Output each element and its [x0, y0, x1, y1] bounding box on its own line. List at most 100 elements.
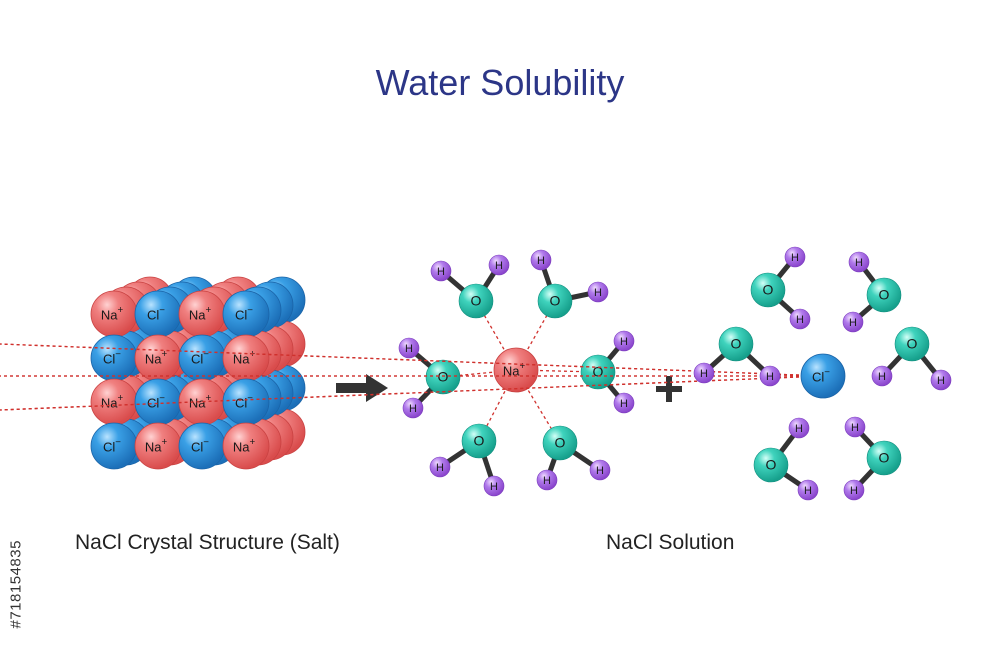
arrow-right-icon: [336, 374, 388, 402]
water-molecule: HHO: [429, 423, 505, 497]
oxygen-label: O: [879, 287, 890, 303]
hydrogen-atom: [784, 246, 806, 268]
page-title: Water Solubility: [375, 62, 625, 103]
hydrogen-atom: [789, 308, 811, 330]
hydrogen-atom: [488, 254, 510, 276]
hydrogen-label: H: [409, 403, 417, 415]
hydrogen-label: H: [537, 255, 545, 267]
water-molecule: H H O: [536, 425, 611, 491]
plus-sign: [656, 376, 682, 402]
oxygen-atom: [753, 447, 789, 483]
ion-dipole-bond: [0, 343, 824, 377]
hydrogen-label: H: [596, 465, 604, 477]
oxygen-atom: [750, 272, 786, 308]
nacl-crystal-lattice: Na+Cl−Na+Cl−Cl−Na+Cl−Na+Na+Cl−Na+Cl−Cl−N…: [90, 276, 306, 470]
sodium-charge-label: +: [161, 349, 167, 360]
hydrogen-label: H: [850, 485, 858, 497]
chloride-ion: [800, 353, 846, 399]
oxygen-atom: [580, 354, 616, 390]
hydrogen-atom: [429, 456, 451, 478]
chloride-charge-label: −: [115, 349, 121, 360]
sodium-charge-label: +: [205, 393, 211, 404]
chloride-charge-label: −: [203, 349, 209, 360]
oxygen-label: O: [555, 435, 566, 451]
chloride-charge-label: −: [159, 393, 165, 404]
hydrogen-atom: [589, 459, 611, 481]
oxygen-atom: [894, 326, 930, 362]
hydrogen-label: H: [766, 371, 774, 383]
hydrogen-label: H: [700, 368, 708, 380]
hydrogen-label: H: [937, 375, 945, 387]
hydrogen-atom: [788, 417, 810, 439]
oxygen-atom: [866, 277, 902, 313]
hydrogen-label: H: [791, 252, 799, 264]
oxygen-atom: [866, 440, 902, 476]
hydrogen-label: H: [795, 423, 803, 435]
sodium-charge-label: +: [519, 361, 525, 372]
hydrogen-atom: [613, 392, 635, 414]
sodium-charge-label: +: [117, 393, 123, 404]
sodium-charge-label: +: [205, 305, 211, 316]
hydrogen-atom: [536, 469, 558, 491]
stock-id-watermark: #718154835: [6, 430, 26, 630]
hydrogen-atom: [797, 479, 819, 501]
oxygen-atom: [458, 283, 494, 319]
chloride-charge-label: −: [824, 367, 830, 378]
oxygen-atom: [718, 326, 754, 362]
hydrogen-atom: [842, 311, 864, 333]
oxygen-label: O: [879, 450, 890, 466]
solution-caption: NaCl Solution: [606, 531, 735, 554]
sodium-charge-label: +: [117, 305, 123, 316]
water-molecule: H H O: [398, 337, 461, 419]
water-molecule: H H O: [430, 254, 510, 319]
water-molecule: HHO: [753, 417, 819, 501]
oxygen-label: O: [474, 433, 485, 449]
chloride-charge-label: −: [159, 305, 165, 316]
oxygen-label: O: [550, 293, 561, 309]
hydrogen-label: H: [495, 260, 503, 272]
oxygen-atom: [542, 425, 578, 461]
oxygen-label: O: [471, 293, 482, 309]
hydrogen-atom: [693, 362, 715, 384]
oxygen-atom: [461, 423, 497, 459]
hydrogen-label: H: [543, 475, 551, 487]
hydrogen-atom: [613, 330, 635, 352]
hydrogen-atom: [402, 397, 424, 419]
hydrogen-label: H: [436, 462, 444, 474]
hydrogen-label: H: [855, 257, 863, 269]
oxygen-label: O: [438, 369, 449, 385]
oxygen-atom: [425, 359, 461, 395]
water-molecule: HHO: [842, 251, 902, 333]
water-molecule: HHO: [843, 416, 902, 501]
sodium-ion: [493, 347, 539, 393]
hydrogen-atom: [843, 479, 865, 501]
hydrogen-atom: [759, 365, 781, 387]
hydrogen-atom: [483, 475, 505, 497]
hydrogen-label: H: [437, 266, 445, 278]
hydrogen-atom: [430, 260, 452, 282]
hydrogen-label: H: [620, 398, 628, 410]
hydrogen-atom: [398, 337, 420, 359]
sodium-ion: [222, 422, 270, 470]
hydrogen-atom: [871, 365, 893, 387]
hydrogen-atom: [844, 416, 866, 438]
water-molecule: HHO: [750, 246, 811, 330]
chloride-charge-label: −: [203, 437, 209, 448]
hydrogen-atom: [587, 281, 609, 303]
hydrogen-atom: [530, 249, 552, 271]
hydrogen-label: H: [594, 287, 602, 299]
hydrogen-label: H: [878, 371, 886, 383]
water-molecule: H H O: [693, 326, 781, 387]
chloride-charge-label: −: [247, 305, 253, 316]
hydrogen-label: H: [796, 314, 804, 326]
hydrogen-atom: [930, 369, 952, 391]
water-molecule: HHO: [580, 330, 635, 414]
oxygen-label: O: [731, 336, 742, 352]
hydrogen-label: H: [620, 336, 628, 348]
hydrogen-label: H: [405, 343, 413, 355]
